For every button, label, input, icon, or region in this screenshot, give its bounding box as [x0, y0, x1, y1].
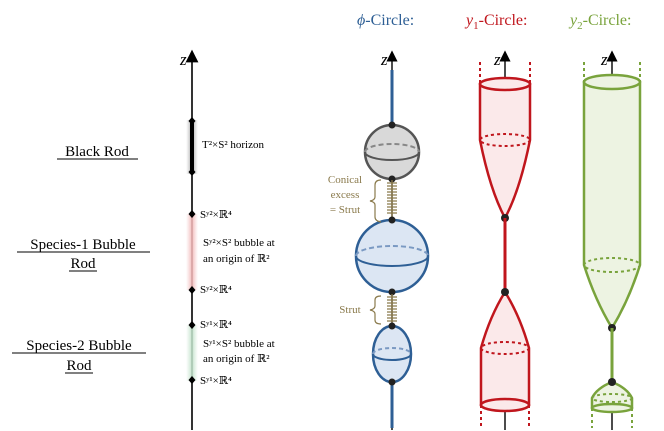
y2-axis-label: z: [600, 50, 608, 69]
species2-label-line1: Species-2 Bubble: [26, 338, 132, 354]
species2-rod-name: Species-2 Bubble Rod: [12, 338, 146, 374]
svg-text:y2-Circle:: y2-Circle:: [568, 12, 631, 32]
rod-axis-label: z: [179, 50, 187, 69]
species1-mid-text-line2: an origin of ℝ²: [203, 253, 270, 265]
phi-axis-label: z: [380, 50, 388, 69]
title-phi-circle: ϕ-Circle:: [357, 12, 414, 29]
title-y1-symbol: y: [464, 12, 474, 29]
black-hole-sphere: [363, 121, 421, 183]
black-rod-top-marker: [188, 117, 196, 125]
species2-top-text: Sʸ¹×ℝ⁴: [200, 319, 232, 331]
species2-sphere: [371, 322, 413, 386]
phi-column: z: [328, 50, 430, 430]
title-y1-sub: 1: [473, 20, 479, 32]
species2-bottom-text: Sʸ¹×ℝ⁴: [200, 375, 232, 387]
species2-top-marker: [188, 321, 196, 329]
conical-bracket: [369, 179, 382, 223]
species2-mid-text-line2: an origin of ℝ²: [203, 353, 270, 365]
species1-top-marker: [188, 210, 196, 218]
title-phi-text: -Circle:: [365, 12, 414, 29]
species1-rod-glow: [186, 214, 198, 290]
svg-text:ϕ-Circle:: ϕ-Circle:: [357, 12, 414, 29]
black-rod-label: Black Rod: [65, 144, 129, 160]
species2-bottom-marker: [188, 376, 196, 384]
y2-top-shape: [582, 62, 642, 332]
species1-rod-name: Species-1 Bubble Rod: [17, 237, 150, 272]
species2-label-line2: Rod: [66, 358, 92, 374]
y2-column: z: [582, 50, 642, 430]
species1-label-line1: Species-1 Bubble: [30, 237, 136, 253]
title-y2-symbol: y: [568, 12, 578, 29]
black-horizon-text: T²×S² horizon: [202, 139, 264, 151]
conical-label-line1: Conical: [328, 174, 362, 186]
svg-text:y1-Circle:: y1-Circle:: [464, 12, 527, 32]
title-y1-text: -Circle:: [479, 12, 528, 29]
species1-bottom-text: Sʸ²×ℝ⁴: [200, 284, 232, 296]
y1-bottom-shape: [479, 288, 531, 428]
title-y2-sub: 2: [577, 20, 583, 32]
title-y2-text: -Circle:: [583, 12, 632, 29]
y1-column: z: [478, 50, 532, 430]
species2-mid-text-line1: Sʸ¹×S² bubble at: [203, 338, 275, 350]
strut-label: Strut: [339, 304, 360, 316]
species1-mid-text-line1: Sʸ²×S² bubble at: [203, 237, 275, 249]
species2-rod-glow: [186, 325, 198, 381]
rod-axis: z: [179, 49, 199, 430]
conical-label-line3: = Strut: [330, 204, 360, 216]
y1-top-shape: [478, 62, 532, 222]
title-phi-symbol: ϕ: [357, 12, 365, 29]
strut-spring-2: [387, 294, 397, 325]
black-rod-bottom-marker: [188, 168, 196, 176]
strut-spring-1: [387, 180, 397, 218]
y2-bottom-shape: [590, 378, 634, 428]
rod-annotations: T²×S² horizon Sʸ²×ℝ⁴ Sʸ²×S² bubble at an…: [200, 139, 275, 387]
conical-label-line2: excess: [331, 189, 360, 201]
y1-axis-label: z: [493, 50, 501, 69]
title-y2-circle: y2-Circle:: [568, 12, 631, 32]
black-rod-name: Black Rod: [57, 144, 138, 160]
species1-label-line2: Rod: [70, 256, 96, 272]
species1-bottom-marker: [188, 286, 196, 294]
species1-top-text: Sʸ²×ℝ⁴: [200, 209, 232, 221]
title-y1-circle: y1-Circle:: [464, 12, 527, 32]
species1-sphere: [354, 216, 430, 296]
strut-bracket: [369, 295, 382, 325]
